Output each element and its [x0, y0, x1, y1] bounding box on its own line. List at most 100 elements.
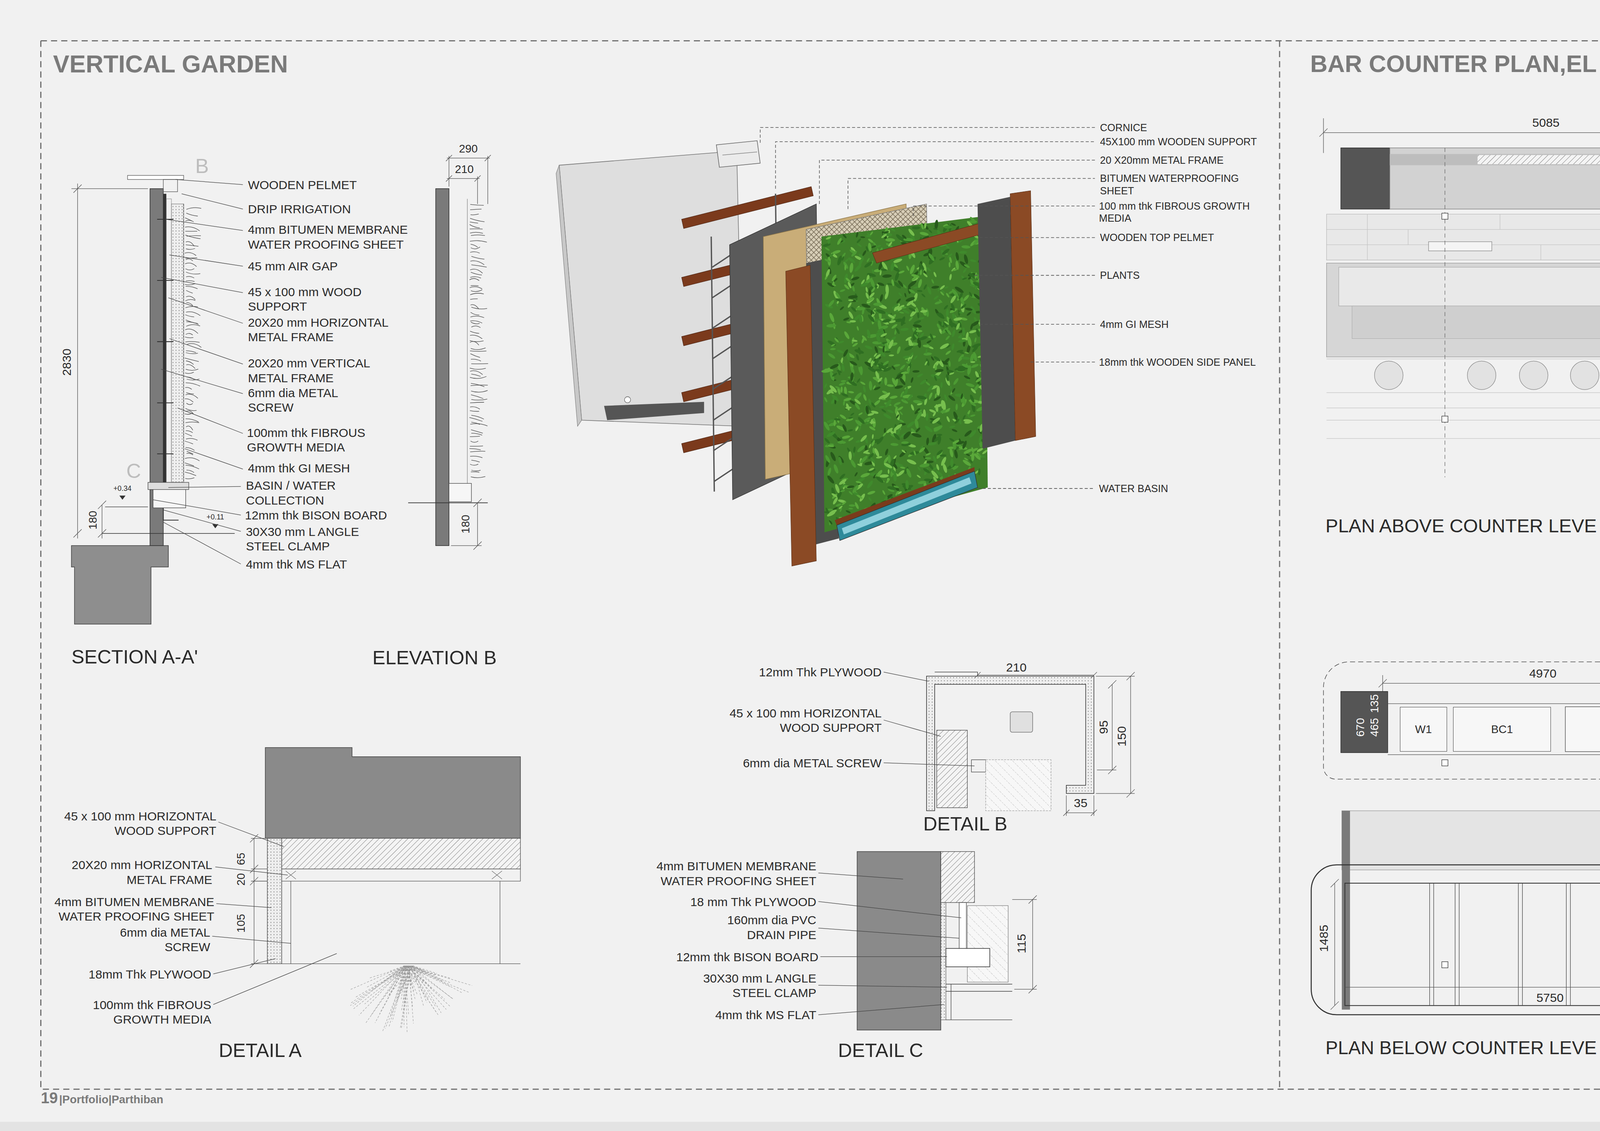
- plant-foliage: [965, 453, 971, 457]
- callout-label: DRIP IRRIGATION: [247, 201, 351, 217]
- plant-foliage: [847, 310, 855, 320]
- plant-foliage: [406, 966, 473, 986]
- plant-foliage: [406, 966, 445, 1000]
- sheet-strip: [0, 1122, 1600, 1131]
- plant-foliage: [948, 262, 951, 268]
- plant-foliage: [866, 257, 871, 263]
- plant-foliage: [469, 448, 481, 451]
- callout-label: 4mm BITUMEN MEMBRANE WATER PROOFING SHEE…: [247, 222, 409, 252]
- plant-foliage: [470, 348, 486, 350]
- plant-foliage: [855, 480, 862, 485]
- plant-foliage: [826, 474, 836, 485]
- plant-foliage: [848, 504, 856, 507]
- plant-foliage: [926, 286, 933, 296]
- view-title: DETAIL B: [923, 812, 1008, 837]
- plant-foliage: [887, 313, 895, 320]
- plant-foliage: [412, 966, 444, 981]
- plant-foliage: [830, 274, 838, 283]
- plant-foliage: [848, 299, 854, 302]
- plant-foliage: [853, 263, 863, 273]
- plant-foliage: [858, 454, 869, 465]
- plant-foliage: [469, 341, 479, 346]
- plant-foliage: [935, 464, 940, 471]
- plant-foliage: [895, 327, 901, 335]
- plant-foliage: [840, 357, 844, 364]
- plant-foliage: [893, 485, 900, 489]
- plant-foliage: [935, 449, 944, 457]
- plant-foliage: [827, 421, 838, 428]
- dimension-text: 5085: [1531, 115, 1561, 131]
- detail-c-drawing: [940, 851, 975, 903]
- plant-foliage: [406, 966, 451, 979]
- plant-foliage: [186, 453, 193, 456]
- plant-foliage: [961, 356, 971, 361]
- plant-foliage: [186, 235, 201, 237]
- section-drawing: [163, 194, 167, 485]
- plant-foliage: [349, 966, 472, 1034]
- plant-foliage: [185, 329, 199, 334]
- plant-foliage: [470, 441, 479, 443]
- plant-foliage: [934, 368, 944, 373]
- plant-foliage: [884, 350, 891, 354]
- plant-foliage: [185, 438, 198, 441]
- plant-foliage: [843, 330, 851, 341]
- plant-foliage: [186, 392, 195, 395]
- section-drawing: [183, 204, 185, 483]
- callout-label: 6mm dia METAL SCREW: [743, 755, 882, 771]
- plant-foliage: [865, 292, 870, 300]
- plant-foliage: [927, 252, 936, 263]
- plant-foliage: [957, 338, 967, 343]
- plant-foliage: [355, 966, 411, 998]
- callout-label: 18mm Thk PLYWOOD: [88, 967, 212, 983]
- plant-foliage: [471, 374, 481, 377]
- plant-foliage: [948, 360, 952, 368]
- plant-foliage: [971, 452, 975, 462]
- plant-foliage: [962, 414, 967, 420]
- plant-foliage: [184, 252, 197, 256]
- plant-foliage: [471, 264, 487, 268]
- detail-c-drawing: [967, 906, 1008, 983]
- plant-foliage: [834, 386, 841, 390]
- plant-foliage: [469, 368, 486, 370]
- plant-foliage: [470, 472, 480, 473]
- plant-foliage: [860, 236, 866, 239]
- plant-foliage: [919, 231, 930, 237]
- plant-foliage: [962, 327, 966, 337]
- dimension-text: 135: [1367, 694, 1382, 714]
- plant-foliage: [827, 389, 835, 395]
- plant-foliage: [919, 222, 925, 230]
- detail-b-drawing: [985, 759, 1051, 812]
- plant-foliage: [868, 443, 872, 449]
- plant-foliage: [898, 377, 907, 387]
- callout-label: 12mm thk BISON BOARD: [244, 507, 387, 523]
- plant-foliage: [881, 408, 887, 414]
- plant-foliage: [908, 316, 914, 323]
- plant-foliage: [470, 350, 487, 352]
- plant-foliage: [913, 334, 919, 340]
- plant-foliage: [834, 301, 839, 307]
- plant-foliage: [827, 235, 831, 244]
- plant-foliage: [469, 436, 480, 437]
- plant-foliage: [924, 360, 929, 366]
- plant-foliage: [899, 364, 906, 371]
- plant-foliage: [393, 966, 409, 978]
- plant-foliage: [470, 394, 484, 399]
- plant-foliage: [947, 394, 956, 402]
- plant-foliage: [850, 276, 860, 282]
- plant-foliage: [186, 364, 196, 369]
- view-title: DETAIL C: [838, 1039, 923, 1063]
- section-drawing: [152, 489, 186, 509]
- plant-foliage: [184, 441, 194, 444]
- plant-foliage: [896, 346, 902, 355]
- plant-foliage: [185, 272, 201, 275]
- plant-foliage: [919, 379, 928, 386]
- leader-line: [152, 179, 243, 565]
- plant-foliage: [933, 424, 944, 434]
- plant-foliage: [471, 433, 483, 436]
- plant-foliage: [185, 217, 194, 222]
- plant-foliage: [364, 966, 410, 1005]
- plant-foliage: [865, 286, 869, 293]
- plant-foliage: [469, 222, 478, 224]
